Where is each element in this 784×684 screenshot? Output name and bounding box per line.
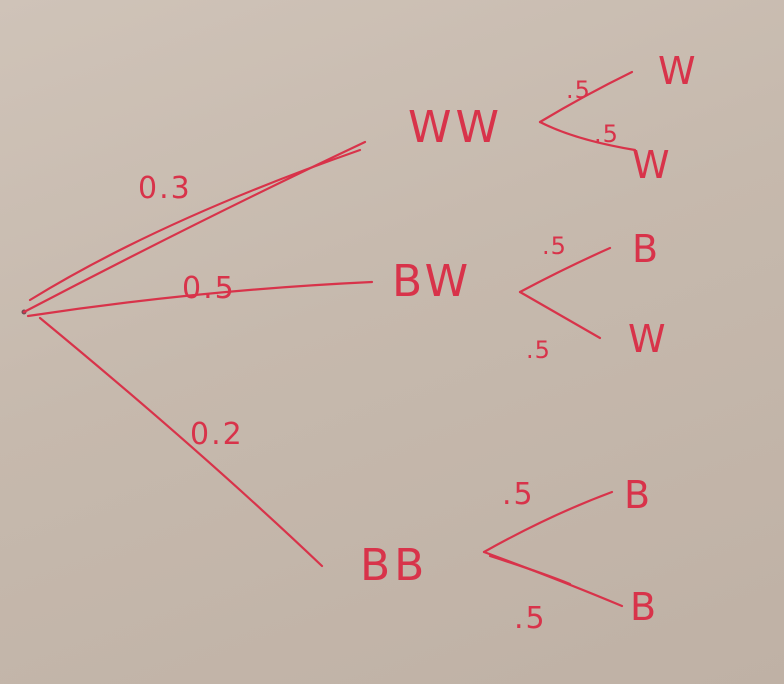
sub-probability-ww-2: .5 — [594, 120, 619, 148]
node-bb: BB — [360, 540, 428, 591]
sub-branch-line-bb-1 — [482, 490, 614, 554]
sub-probability-bw-2: .5 — [526, 336, 551, 364]
branch-line-bw — [26, 280, 374, 318]
node-bw: BW — [392, 256, 472, 307]
sub-branch-line-bb-2-retrace — [488, 554, 572, 586]
outcome-ww-2: W — [632, 143, 670, 187]
outcome-bb-1: B — [624, 473, 650, 517]
sub-branch-line-bw-2 — [518, 290, 602, 340]
branch-probability-bb: 0.2 — [190, 417, 244, 452]
branch-line-bb — [38, 316, 324, 568]
sub-branch-line-ww-1 — [538, 70, 634, 124]
sub-branch-line-ww-2 — [538, 120, 637, 152]
sub-probability-bw-1: .5 — [542, 232, 567, 260]
outcome-bb-2: B — [630, 585, 656, 629]
branch-probability-ww: 0.3 — [138, 171, 192, 206]
outcome-bw-2: W — [628, 317, 666, 361]
sub-probability-bb-2: .5 — [514, 601, 547, 636]
branch-probability-bw: 0.5 — [182, 271, 236, 306]
sub-branch-line-bw-1 — [518, 246, 612, 294]
node-ww: WW — [408, 102, 503, 153]
outcome-ww-1: W — [658, 49, 696, 93]
sub-probability-ww-1: .5 — [566, 76, 591, 104]
sub-probability-bb-1: .5 — [502, 477, 535, 512]
outcome-bw-1: B — [632, 227, 658, 271]
branch-line-ww-retrace — [28, 148, 362, 302]
